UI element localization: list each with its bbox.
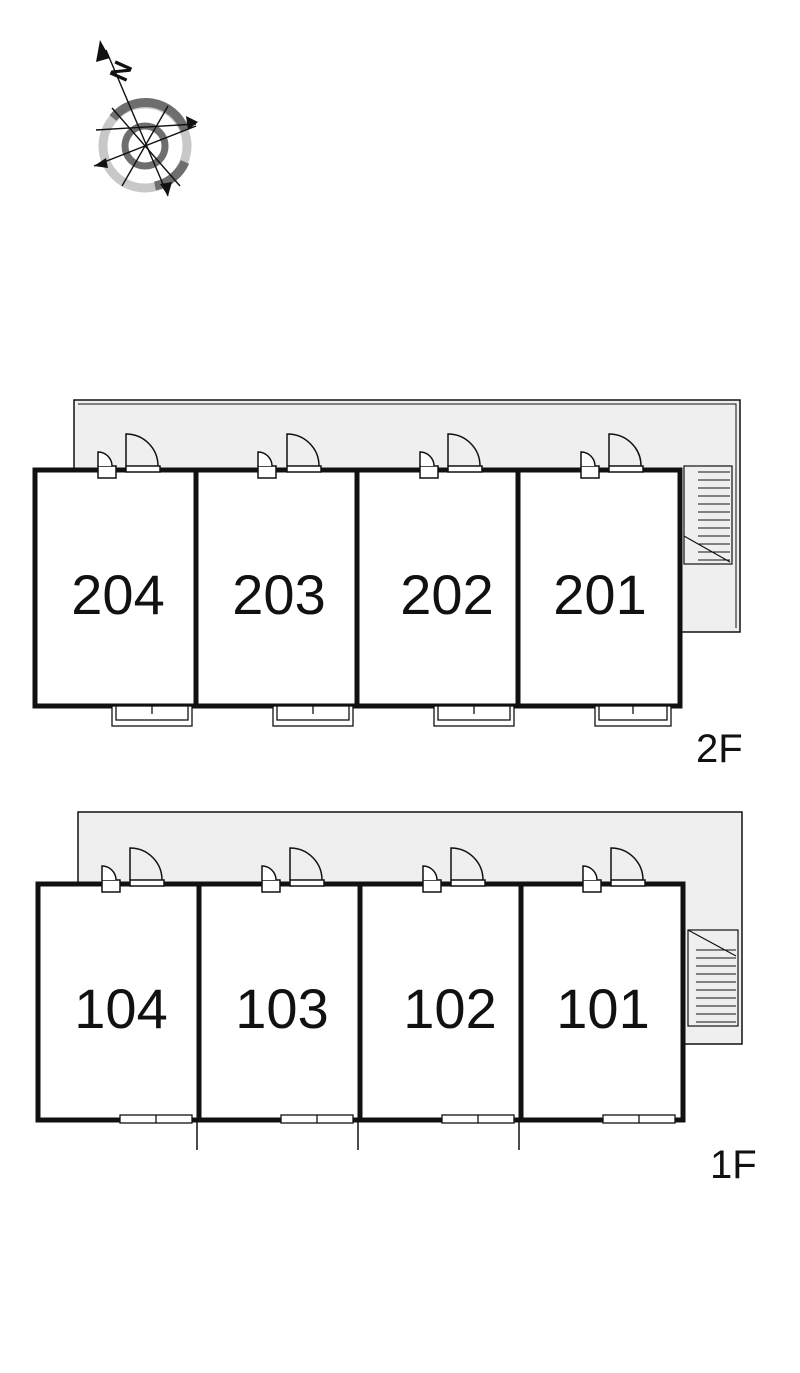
- doors-1f: [101, 847, 646, 893]
- balconies-2f: [111, 705, 672, 727]
- unit-label-203: 203: [232, 563, 325, 626]
- windows-1f: [119, 1114, 676, 1124]
- floor-label-1f: 1F: [710, 1143, 757, 1187]
- unit-label-101: 101: [556, 977, 649, 1040]
- floor-2-plan: 204 203 202 201 2F: [32, 399, 743, 771]
- unit-label-103: 103: [235, 977, 328, 1040]
- unit-label-201: 201: [553, 563, 646, 626]
- floor-1-plan: 104 103 102 101 1F: [35, 811, 757, 1187]
- staircase-2f: [683, 465, 733, 565]
- unit-label-204: 204: [71, 563, 164, 626]
- staircase-1f: [687, 929, 739, 1027]
- unit-label-104: 104: [74, 977, 167, 1040]
- compass-rose-icon: N: [93, 40, 198, 197]
- floor-label-2f: 2F: [696, 727, 743, 771]
- doors-2f: [97, 433, 644, 479]
- unit-label-102: 102: [403, 977, 496, 1040]
- unit-label-202: 202: [400, 563, 493, 626]
- compass-north-label: N: [103, 56, 138, 85]
